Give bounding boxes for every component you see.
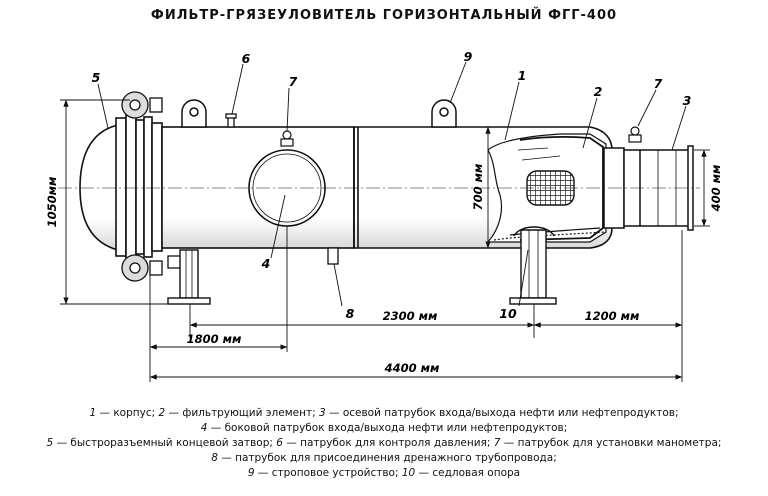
legend-text: — корпус; [96, 407, 159, 419]
dimension-labels: 1050мм 700 мм 400 мм 2300 мм 1200 мм 180… [45, 163, 723, 375]
legend-number: 1 [89, 407, 97, 419]
legend-text: — фильтрующий элемент; [165, 407, 319, 419]
callout-4: 4 [261, 256, 271, 271]
legend: 1 — корпус; 2 — фильтрующий элемент; 3 —… [0, 406, 768, 481]
callout-8: 8 [346, 306, 355, 321]
legend-line: 8 — патрубок для присоединения дренажног… [0, 451, 768, 466]
dim-400: 400 мм [709, 164, 723, 212]
legend-number: 7 [493, 437, 501, 449]
dim-2300: 2300 мм [383, 309, 438, 323]
legend-number: 6 [276, 437, 283, 449]
callout-5: 5 [92, 70, 101, 85]
legend-text: — строповое устройство; [254, 467, 402, 479]
legend-text: — седловая опора [415, 467, 521, 479]
legend-number: 4 [200, 422, 208, 434]
legend-number: 2 [158, 407, 166, 419]
dim-700: 700 мм [471, 163, 485, 210]
callout-7-right: 7 [654, 76, 663, 91]
callout-7-left: 7 [289, 74, 298, 89]
dimension-lines [60, 99, 710, 382]
legend-line: 5 — быстроразъемный концевой затвор; 6 —… [0, 436, 768, 451]
legend-text: — быстроразъемный концевой затвор; [53, 437, 277, 449]
callout-3: 3 [683, 93, 692, 108]
callout-10: 10 [499, 306, 517, 321]
dim-4400: 4400 мм [384, 361, 440, 375]
dim-1200: 1200 мм [585, 309, 640, 323]
callout-labels: 5 6 7 9 1 2 7 3 4 8 10 [92, 49, 692, 321]
legend-line: 1 — корпус; 2 — фильтрующий элемент; 3 —… [0, 406, 768, 421]
diagram-title: ФИЛЬТР-ГРЯЗЕУЛОВИТЕЛЬ ГОРИЗОНТАЛЬНЫЙ ФГГ… [150, 8, 618, 23]
saddle-supports [167, 226, 557, 305]
pressure-nozzle [225, 113, 237, 128]
legend-number: 3 [318, 407, 326, 419]
dim-1050: 1050мм [45, 176, 59, 227]
vessel-body [79, 111, 613, 263]
callout-2: 2 [594, 84, 603, 99]
lifting-lugs [181, 99, 457, 128]
legend-line: 9 — строповое устройство; 10 — седловая … [0, 466, 768, 481]
legend-number: 9 [247, 467, 255, 479]
callout-6: 6 [242, 51, 251, 66]
legend-text: — патрубок для установки манометра; [500, 437, 722, 449]
legend-number: 8 [211, 452, 218, 464]
legend-text: — патрубок для присоединения дренажного … [217, 452, 557, 464]
filter-drawing: 1050мм 700 мм 400 мм 2300 мм 1200 мм 180… [45, 49, 723, 382]
dim-1800: 1800 мм [187, 332, 242, 346]
legend-number: 10 [401, 467, 416, 479]
callout-1: 1 [518, 68, 527, 83]
drain-nozzle [327, 247, 339, 265]
legend-line: 4 — боковой патрубок входа/выхода нефти … [0, 421, 768, 436]
leader-lines [97, 61, 687, 307]
legend-number: 5 [46, 437, 54, 449]
callout-9: 9 [464, 49, 473, 64]
legend-text: — боковой патрубок входа/выхода нефти ил… [207, 422, 568, 434]
legend-text: — патрубок для контроля давления; [282, 437, 494, 449]
legend-text: — осевой патрубок входа/выхода нефти или… [325, 407, 679, 419]
